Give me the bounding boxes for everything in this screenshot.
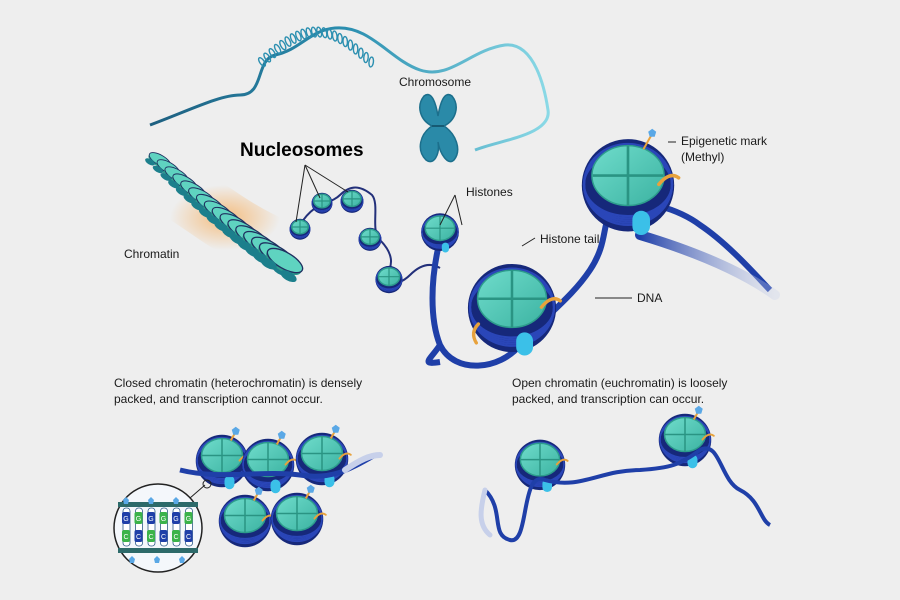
dna-inset-magnifier: G C G C G C G C G C G C (113, 479, 212, 573)
base-letter: C (148, 534, 153, 541)
dna-fiber-top (149, 26, 550, 152)
chromatin-label: Chromatin (124, 247, 180, 261)
dna-label: DNA (637, 291, 663, 305)
top-nucleosome (581, 128, 681, 235)
open-chromatin-caption-2: packed, and transcription can occur. (512, 392, 705, 406)
leader-lines (295, 141, 676, 299)
large-nucleosome (467, 263, 562, 356)
base-letter: G (136, 516, 141, 523)
open-nucleosome (514, 439, 569, 492)
base-letter: C (136, 534, 141, 541)
base-letter: G (173, 516, 178, 523)
base-letter: G (148, 516, 153, 523)
chromosome-label: Chromosome (399, 75, 472, 89)
small-nucleosome (375, 265, 403, 294)
base-letter: G (123, 516, 128, 523)
base-letter: G (161, 516, 166, 523)
dna-strand-main (429, 200, 773, 369)
dna-loop (425, 343, 443, 366)
epigenetic-mark-sublabel: (Methyl) (681, 150, 725, 164)
epigenetic-mark-label: Epigenetic mark (681, 134, 768, 148)
small-nucleosome (311, 192, 333, 214)
dna-strand-fade (635, 230, 780, 300)
nucleosomes-label: Nucleosomes (240, 140, 364, 161)
open-strand-fade (478, 487, 493, 538)
chromosome-icon (419, 93, 459, 163)
chromatin-nucleosome (260, 247, 304, 283)
small-nucleosome (358, 227, 382, 251)
closed-nucleosome (241, 430, 298, 494)
base-letter: G (186, 516, 191, 523)
closed-nucleosome (195, 426, 252, 490)
histones-label: Histones (466, 185, 513, 199)
base-letter: C (173, 534, 178, 541)
closed-chromatin-caption-2: packed, and transcription cannot occur. (114, 392, 323, 406)
closed-chromatin-caption-1: Closed chromatin (heterochromatin) is de… (114, 376, 363, 390)
small-nucleosome (340, 189, 364, 213)
closed-chromatin (179, 452, 383, 479)
base-letter: C (186, 534, 191, 541)
histones-nucleosome (421, 213, 459, 253)
closed-nucleosome (270, 484, 327, 546)
closed-nucleosome (218, 486, 275, 548)
histone-tail-label: Histone tail (540, 232, 600, 246)
base-letter: C (123, 534, 128, 541)
small-nucleosome (289, 218, 311, 240)
dna-coil (257, 26, 375, 68)
open-chromatin-dna (483, 446, 772, 543)
chromatin-fiber (140, 152, 310, 283)
base-letter: C (161, 534, 166, 541)
open-chromatin-caption-1: Open chromatin (euchromatin) is loosely (512, 376, 728, 390)
